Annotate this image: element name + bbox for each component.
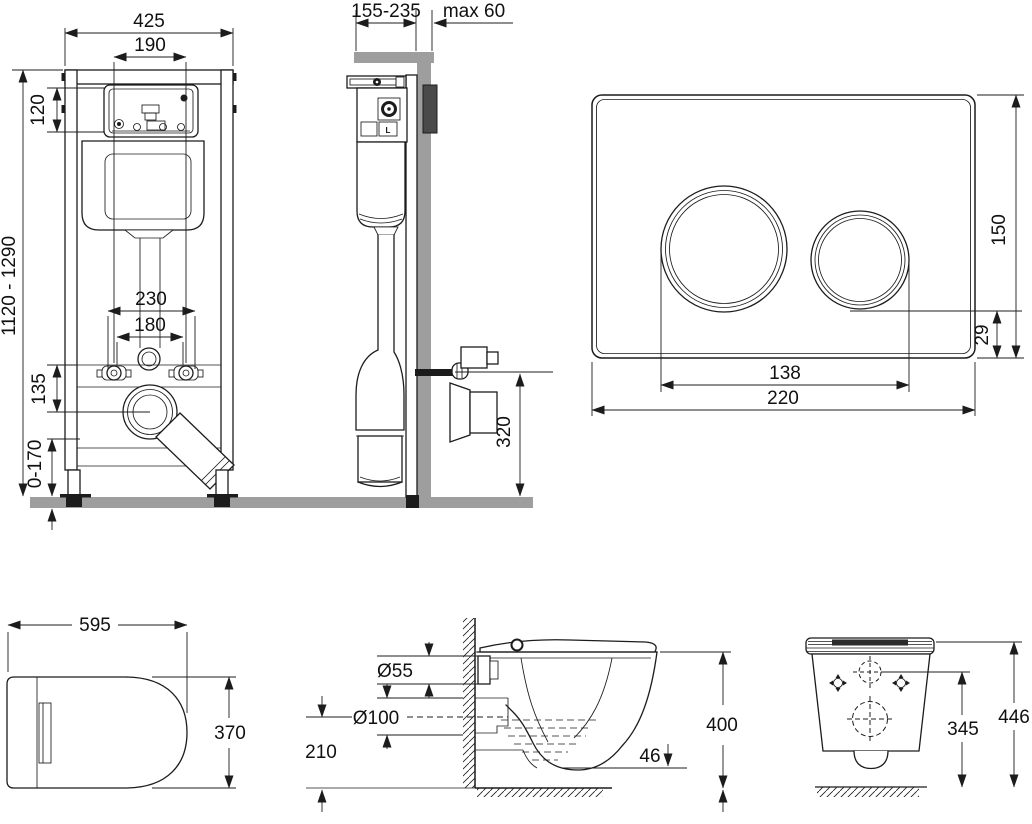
dim-outlet-height: 320 bbox=[494, 416, 515, 448]
flush-button-large bbox=[660, 185, 788, 313]
wall-hatch bbox=[463, 618, 475, 788]
frame-front-view bbox=[60, 69, 238, 507]
bowl-rear-outlet-bump bbox=[853, 750, 889, 770]
dim-outlet-centre-height: 210 bbox=[305, 742, 337, 763]
water-level-dashes bbox=[501, 719, 597, 761]
frame-rail-left bbox=[64, 69, 78, 471]
dim-plate-width: 220 bbox=[767, 388, 799, 409]
dim-depth-range: 155-235 bbox=[351, 1, 421, 22]
bowl-rear-view bbox=[805, 637, 935, 797]
dim-frame-height-range: 1120 - 1290 bbox=[0, 236, 20, 336]
wall-bracket-side bbox=[346, 75, 407, 89]
dim-opening-width: 190 bbox=[134, 35, 166, 56]
dim-inlet-diameter: Ø55 bbox=[377, 661, 413, 682]
plate-bevel bbox=[596, 99, 971, 354]
mounting-rod-side bbox=[415, 369, 453, 376]
ceiling-bracket-bar bbox=[354, 52, 434, 63]
flush-plate-view bbox=[591, 94, 976, 359]
dim-bolt-spacing: 180 bbox=[134, 315, 166, 336]
dim-drain-offset: 135 bbox=[29, 373, 50, 405]
dim-bowl-width: 370 bbox=[214, 723, 246, 744]
inlet-hole-rear bbox=[853, 656, 887, 688]
floor-hatch-rear bbox=[817, 787, 919, 797]
frame-side-view: L bbox=[346, 52, 499, 508]
bowl-side-dimensions: Ø55 Ø100 210 46 400 bbox=[305, 642, 738, 812]
bowl-top-outline bbox=[6, 676, 188, 789]
fixing-hole-right-rear bbox=[892, 674, 910, 692]
dim-button-span: 138 bbox=[769, 363, 801, 384]
dim-bowl-length: 595 bbox=[79, 615, 111, 636]
dim-rear-height: 446 bbox=[998, 707, 1030, 728]
outlet-connector-side bbox=[449, 382, 498, 443]
flush-plate-dimensions: 150 29 138 220 bbox=[591, 94, 1024, 416]
bowl-side-view bbox=[306, 618, 658, 797]
adjustable-feet bbox=[60, 469, 238, 507]
frame-front-dimensions: 425 190 120 1120 - 1290 230 180 135 0-17… bbox=[0, 11, 234, 530]
frame-side-dimensions: 155-235 max 60 320 bbox=[351, 1, 553, 497]
dim-plate-height: 150 bbox=[989, 214, 1010, 246]
cistern-mark-label: L bbox=[386, 126, 391, 135]
fixing-bolt-right bbox=[168, 365, 204, 381]
inlet-fitting-side bbox=[460, 346, 499, 369]
bowl-top-dimensions: 595 370 bbox=[7, 615, 246, 789]
wall-anchor-marks bbox=[61, 73, 237, 113]
dim-opening-height: 120 bbox=[28, 94, 49, 126]
dim-inlet-height: 345 bbox=[947, 719, 979, 740]
floor-hatch bbox=[477, 788, 603, 797]
inlet-spigot-side bbox=[477, 655, 499, 685]
flush-pipe-front bbox=[123, 229, 175, 371]
outlet-hole-rear bbox=[847, 696, 893, 742]
fixing-bolt-left bbox=[96, 365, 132, 381]
frame-top-bar bbox=[64, 69, 234, 85]
fixing-hole-left-rear bbox=[829, 674, 847, 692]
seat-rear bbox=[805, 637, 935, 655]
frame-foot-side bbox=[406, 495, 419, 508]
frame-rail-right bbox=[220, 69, 234, 471]
dim-frame-width: 425 bbox=[133, 11, 165, 32]
cistern-front bbox=[81, 140, 205, 231]
floor-slab bbox=[30, 497, 533, 508]
dim-outlet-diameter: Ø100 bbox=[353, 708, 399, 729]
bowl-rear-dimensions: 345 446 bbox=[885, 641, 1030, 788]
dim-wall-max: max 60 bbox=[443, 1, 505, 22]
dim-foot-adjust: 0-170 bbox=[25, 440, 46, 489]
seat-lid-side bbox=[479, 638, 657, 653]
bowl-top-recess bbox=[38, 702, 52, 764]
inspection-box bbox=[103, 84, 199, 138]
cistern-side: L bbox=[356, 87, 408, 228]
flush-plate-side bbox=[422, 84, 438, 134]
flush-pipe-side bbox=[355, 226, 405, 488]
flush-button-small bbox=[810, 210, 910, 310]
dim-spacing-outer: 230 bbox=[135, 289, 167, 310]
dim-button-offset: 29 bbox=[972, 324, 993, 345]
finished-wall bbox=[417, 63, 431, 497]
dim-rim-gap: 46 bbox=[639, 746, 660, 767]
bowl-top-view bbox=[6, 676, 188, 789]
dim-bowl-height: 400 bbox=[706, 715, 738, 736]
